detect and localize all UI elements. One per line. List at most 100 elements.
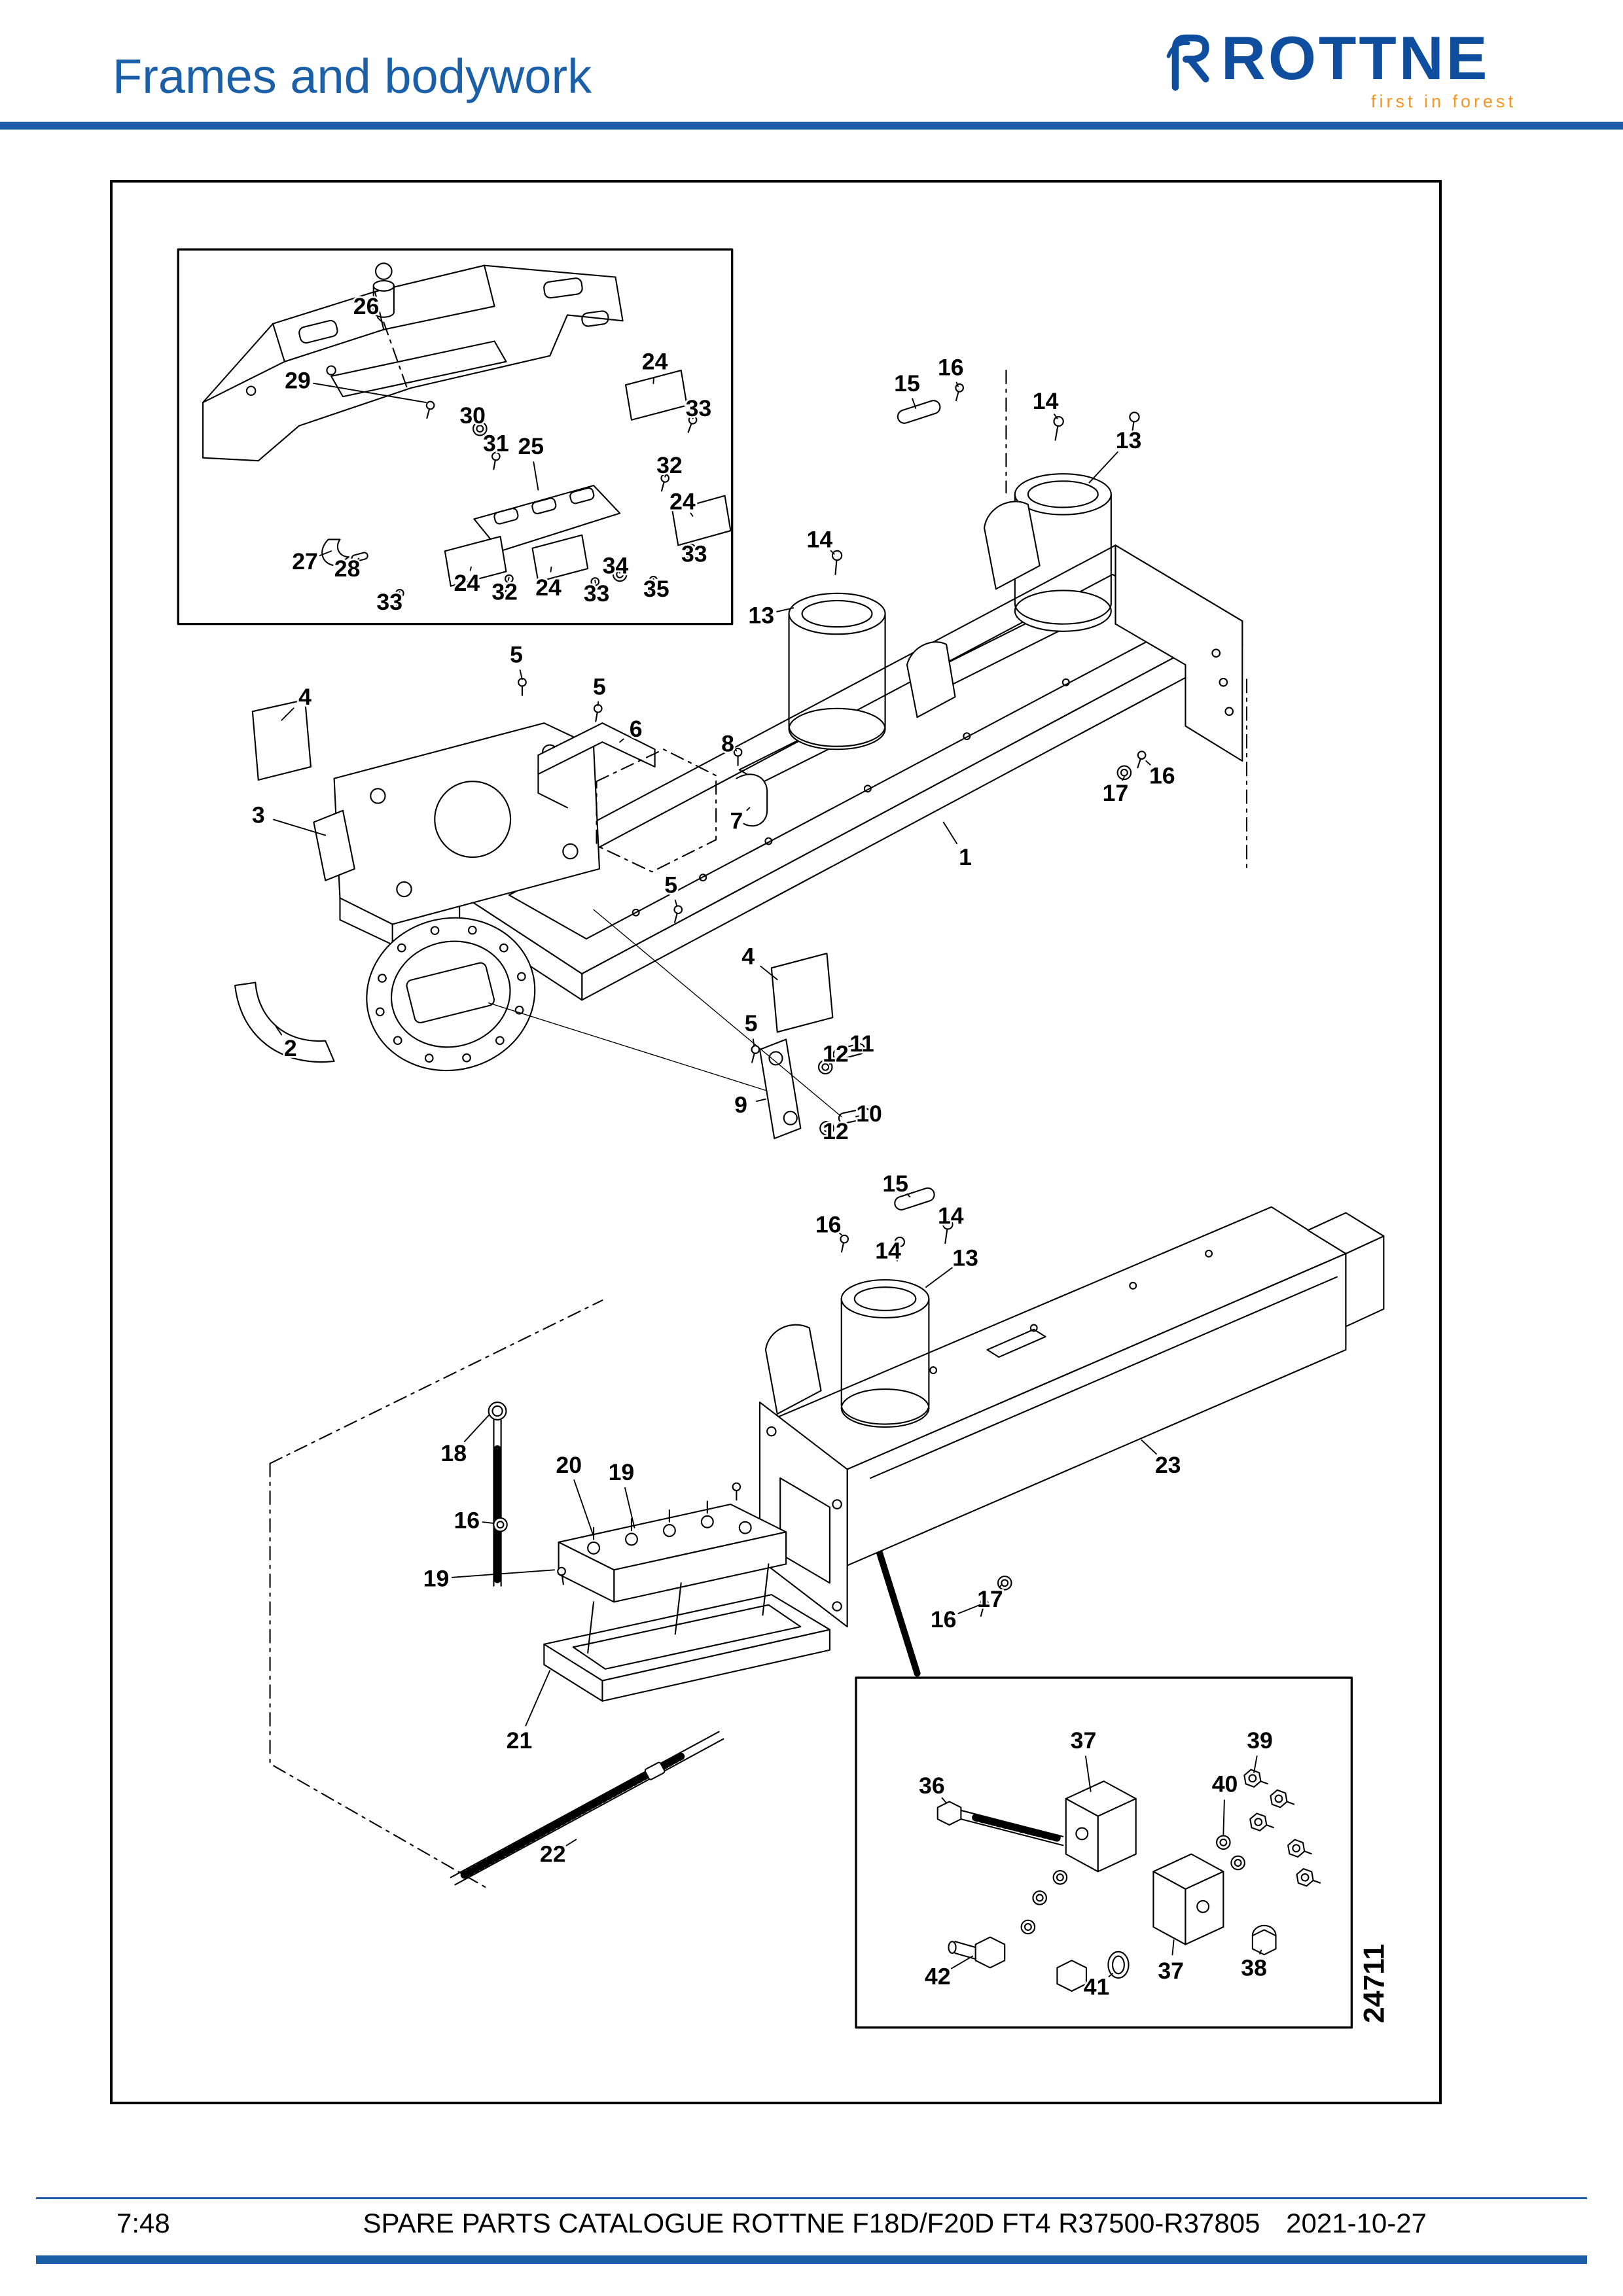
part-callout-10: 10 — [856, 1101, 882, 1127]
callout-leader — [674, 899, 677, 906]
footer-rule-thin — [36, 2197, 1587, 2199]
callout-leader — [275, 1025, 283, 1036]
callout-leader — [1222, 1799, 1225, 1836]
callout-leader — [313, 382, 427, 404]
part-callout-5: 5 — [745, 1010, 758, 1036]
part-callout-13: 13 — [952, 1245, 978, 1271]
rottne-logo: ROTTNE first in forest — [1166, 27, 1516, 116]
part-callout-34: 34 — [603, 553, 629, 579]
callout-leader — [624, 1487, 635, 1528]
callout-leader — [376, 317, 383, 323]
callout-leader — [855, 1115, 859, 1118]
part-callout-39: 39 — [1247, 1727, 1273, 1754]
part-callout-31: 31 — [483, 430, 509, 456]
part-callout-5: 5 — [593, 673, 606, 699]
drawing-number: 24711 — [1358, 1944, 1390, 2023]
part-callout-24: 24 — [669, 489, 696, 515]
part-callout-38: 38 — [1241, 1954, 1267, 1981]
part-callout-14: 14 — [875, 1237, 901, 1263]
callout-leader — [752, 1038, 755, 1046]
part-callout-17: 17 — [1103, 780, 1129, 806]
brand-wordmark: ROTTNE — [1221, 24, 1490, 92]
part-callout-32: 32 — [656, 452, 683, 478]
callout-leader — [1253, 1756, 1258, 1773]
part-callout-14: 14 — [807, 526, 833, 552]
callout-leader — [507, 576, 510, 581]
brand-tagline: first in forest — [1370, 92, 1516, 111]
part-callout-22: 22 — [540, 1841, 566, 1867]
callout-leader — [397, 591, 401, 595]
callout-leader — [829, 1061, 832, 1065]
part-callout-9: 9 — [734, 1092, 747, 1118]
part-callout-33: 33 — [376, 589, 402, 615]
callout-leader — [955, 381, 959, 387]
part-callout-27: 27 — [292, 548, 318, 574]
part-callout-12: 12 — [823, 1041, 849, 1067]
page-title: Frames and bodywork — [113, 49, 592, 103]
part-callout-14: 14 — [1033, 388, 1059, 414]
part-callout-13: 13 — [748, 602, 774, 628]
callout-leader — [1085, 1756, 1092, 1792]
part-callout-13: 13 — [1116, 427, 1142, 453]
callout-leader — [463, 1415, 490, 1443]
part-callout-5: 5 — [510, 641, 523, 667]
callout-leader — [755, 1098, 766, 1103]
part-callout-11: 11 — [849, 1031, 874, 1057]
callout-leader — [906, 1193, 911, 1197]
part-callout-15: 15 — [882, 1171, 908, 1197]
upper-assembly — [234, 369, 1248, 1139]
part-callout-21: 21 — [507, 1727, 533, 1754]
callout-leader — [1171, 1939, 1175, 1956]
callout-leader — [525, 1670, 551, 1727]
inset-detail-2 — [855, 1676, 1353, 2029]
callout-leader — [912, 398, 917, 409]
callout-leader — [1145, 760, 1151, 766]
callout-leader — [652, 578, 655, 582]
part-callout-25: 25 — [518, 433, 544, 459]
callout-leader — [950, 1955, 974, 1969]
callout-leader — [692, 415, 695, 419]
callout-leader — [1088, 451, 1118, 484]
part-callout-2: 2 — [284, 1035, 297, 1061]
part-callout-24: 24 — [535, 574, 562, 601]
footer-catalogue-title: SPARE PARTS CATALOGUE ROTTNE F18D/F20D F… — [363, 2208, 1260, 2238]
part-callout-26: 26 — [353, 293, 380, 319]
part-callout-14: 14 — [938, 1203, 964, 1229]
part-callout-16: 16 — [815, 1211, 842, 1237]
part-callout-37: 37 — [1158, 1958, 1184, 1984]
callout-leader — [999, 1583, 1003, 1588]
part-callout-36: 36 — [919, 1773, 945, 1799]
callout-leader — [1259, 1949, 1262, 1954]
part-callout-18: 18 — [440, 1440, 467, 1466]
part-callout-24: 24 — [454, 570, 480, 596]
callout-leader — [925, 1267, 954, 1288]
callout-leader — [941, 1797, 948, 1804]
callout-leader — [281, 707, 294, 721]
callout-leader — [652, 377, 654, 385]
callout-leader — [734, 749, 738, 752]
callout-leader — [565, 1839, 577, 1846]
callout-leader — [746, 807, 751, 811]
part-callout-5: 5 — [664, 872, 677, 898]
part-callout-35: 35 — [643, 576, 669, 602]
part-callout-6: 6 — [630, 716, 643, 742]
callout-leader — [851, 1050, 855, 1053]
lower-assembly — [269, 1187, 1385, 1890]
part-callout-16: 16 — [1149, 762, 1175, 788]
callout-leader — [942, 821, 958, 845]
part-callout-7: 7 — [730, 807, 743, 834]
part-callout-20: 20 — [556, 1452, 582, 1478]
callout-leader — [533, 461, 539, 491]
part-callout-12: 12 — [823, 1118, 849, 1144]
part-callout-16: 16 — [454, 1508, 480, 1534]
rottne-logo-icon — [1166, 34, 1209, 91]
exploded-diagram: 24711 2629303125243332243327283324322433… — [177, 248, 1390, 2029]
part-callout-24: 24 — [642, 349, 668, 375]
part-callout-33: 33 — [584, 580, 610, 607]
callout-leader — [760, 965, 778, 981]
callout-leader — [451, 1569, 555, 1578]
inset-detail-1 — [177, 248, 734, 626]
part-callout-16: 16 — [938, 355, 964, 381]
